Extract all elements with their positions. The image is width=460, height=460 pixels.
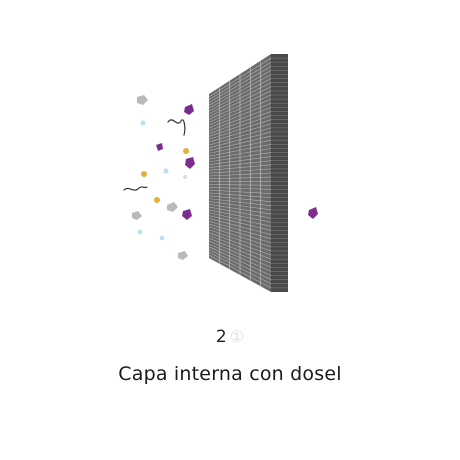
particle-icon — [137, 229, 143, 235]
filter-layer-icon — [208, 54, 288, 292]
filter-side-face — [271, 54, 288, 292]
particle-icon — [308, 207, 318, 219]
particle-icon — [140, 120, 146, 126]
particle-icon — [132, 211, 142, 220]
particle-icon — [163, 168, 169, 174]
particle-icon — [137, 95, 148, 105]
filter-grid-lines — [208, 57, 288, 289]
particle-icon — [159, 235, 165, 241]
layer-caption: Capa interna con dosel — [118, 363, 342, 385]
particle-icon — [182, 209, 192, 220]
particle-icon — [141, 171, 147, 177]
particle-icon — [183, 175, 187, 179]
particle-icon — [178, 251, 188, 260]
particle-icon — [184, 104, 194, 115]
particle-icon — [167, 202, 178, 212]
fiber-icon — [123, 186, 148, 191]
particle-icon — [156, 143, 163, 151]
particle-icon — [154, 197, 160, 203]
particle-icon — [183, 148, 189, 154]
particles-cluster — [132, 95, 318, 260]
particle-icon — [185, 157, 195, 169]
fiber-icon — [167, 119, 186, 136]
step-circle-icon: ① — [229, 327, 245, 346]
step-number: 2 — [215, 327, 227, 347]
